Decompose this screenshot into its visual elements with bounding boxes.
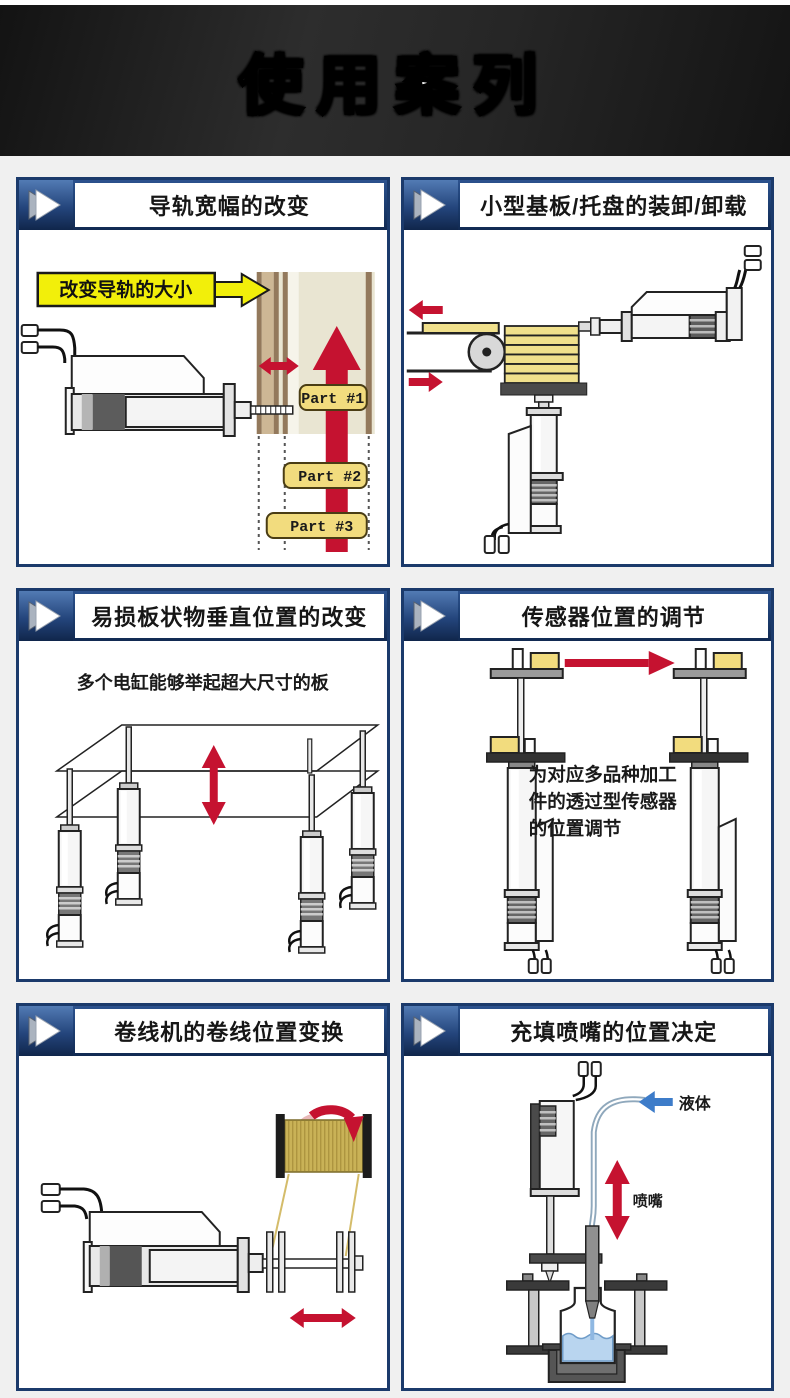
- callout-text: 改变导轨的大小: [59, 278, 192, 301]
- play-arrows-icon: [403, 1006, 458, 1056]
- conveyor: [406, 331, 506, 373]
- part-badges: Part #1 Part #2 Part #3: [265, 384, 368, 539]
- panel-nozzle-position: 充填喷嘴的位置决定: [400, 1003, 774, 1391]
- title-banner: 使用案列: [0, 5, 790, 156]
- panel-header: 导轨宽幅的改变: [19, 180, 387, 230]
- sensor-adjust-diagram: 为对应多品种加工 件的透过型传感器 的位置调节: [485, 647, 749, 975]
- panel-tray-load: 小型基板/托盘的装卸/卸载: [400, 177, 774, 567]
- nozzle-cylinder: [529, 1061, 602, 1255]
- part-3-label: Part #3: [290, 519, 353, 536]
- panel-title: 传感器位置的调节: [459, 594, 768, 638]
- usage-case-grid: 导轨宽幅的改变: [16, 177, 774, 1391]
- nozzle-stroke-arrow: [604, 1160, 630, 1240]
- panel-title: 易损板状物垂直位置的改变: [75, 594, 384, 638]
- wire-spool: [269, 1105, 372, 1257]
- width-arrow: [258, 357, 299, 375]
- bottle: [559, 1286, 616, 1365]
- rod-tip: [540, 1262, 558, 1285]
- svg-text:件的透过型传感器: 件的透过型传感器: [528, 791, 677, 812]
- panel-title: 导轨宽幅的改变: [75, 183, 384, 227]
- horizontal-cylinder: [577, 245, 762, 342]
- panel-title: 充填喷嘴的位置决定: [459, 1009, 768, 1053]
- panel-title: 卷线机的卷线位置变换: [75, 1009, 384, 1053]
- play-arrows-icon: [403, 591, 458, 641]
- nozzle-label: 喷嘴: [632, 1192, 662, 1210]
- svg-text:为对应多品种加工: 为对应多品种加工: [528, 764, 676, 785]
- rod-stub: [307, 738, 313, 774]
- vertical-cylinder: [483, 394, 564, 554]
- panel-winder: 卷线机的卷线位置变换: [16, 1003, 390, 1391]
- sensor-cylinder-assembly: [485, 648, 565, 974]
- panel-header: 卷线机的卷线位置变换: [19, 1006, 387, 1056]
- page-title: 使用案列: [238, 48, 551, 123]
- lift-note: 多个电缸能够举起超大尺寸的板: [77, 672, 330, 693]
- panel-plate-lift: 易损板状物垂直位置的改变: [16, 588, 390, 982]
- panel-illustration: 为对应多品种加工 件的透过型传感器 的位置调节: [403, 641, 771, 979]
- plate-stack: [503, 325, 580, 384]
- panel-illustration: [403, 230, 771, 564]
- play-arrows-icon: [19, 591, 73, 641]
- panel-header: 充填喷嘴的位置决定: [403, 1006, 771, 1056]
- vertical-arrow: [201, 745, 226, 825]
- panel-rail-width: 导轨宽幅的改变: [16, 177, 390, 567]
- arrow-right: [408, 372, 443, 392]
- move-arrow: [564, 651, 675, 675]
- electric-cylinder: [20, 324, 294, 437]
- arrow-left: [408, 300, 443, 320]
- sensor-note: 为对应多品种加工 件的透过型传感器 的位置调节: [528, 764, 677, 839]
- panel-header: 传感器位置的调节: [403, 591, 771, 641]
- panel-illustration: 多个电缸能够举起超大尺寸的板: [19, 641, 387, 979]
- up-arrow: [312, 326, 361, 552]
- play-arrows-icon: [19, 1006, 73, 1056]
- panel-illustration: 液体 喷嘴: [403, 1056, 771, 1388]
- panel-illustration: [19, 1056, 387, 1388]
- part-2-label: Part #2: [298, 469, 361, 486]
- liquid-arrow: [638, 1091, 673, 1113]
- top-white-strip: [0, 0, 790, 5]
- nozzle-diagram: 液体 喷嘴: [505, 1061, 711, 1383]
- tray-load-diagram: [406, 245, 762, 554]
- plate-lift-diagram: 多个电缸能够举起超大尺寸的板: [45, 672, 380, 955]
- panel-illustration: 改变导轨的大小 Part #1 Part #2 Part #3: [19, 230, 387, 564]
- traverse-arrow: [289, 1308, 356, 1328]
- play-arrows-icon: [19, 180, 73, 230]
- winder-cylinder: [40, 1183, 364, 1293]
- workpiece-plate: [421, 322, 500, 334]
- play-arrows-icon: [403, 180, 458, 230]
- rail-width-diagram: 改变导轨的大小 Part #1 Part #2 Part #3: [20, 271, 375, 552]
- lift-platform: [499, 382, 587, 396]
- panel-title: 小型基板/托盘的装卸/卸载: [459, 183, 768, 227]
- bracket-bar: [528, 1253, 602, 1264]
- part-1-label: Part #1: [301, 391, 364, 408]
- panel-header: 易损板状物垂直位置的改变: [19, 591, 387, 641]
- liquid-tube: [588, 1096, 645, 1229]
- svg-text:的位置调节: 的位置调节: [528, 818, 621, 839]
- filling-nozzle: [584, 1225, 600, 1319]
- glass-plates: [54, 724, 380, 818]
- winder-diagram: [40, 1105, 372, 1328]
- panel-sensor-adjust: 传感器位置的调节: [400, 588, 774, 982]
- dotted-guides: [257, 436, 370, 550]
- panel-header: 小型基板/托盘的装卸/卸载: [403, 180, 771, 230]
- liquid-label: 液体: [678, 1094, 711, 1113]
- callout: 改变导轨的大小: [36, 271, 271, 308]
